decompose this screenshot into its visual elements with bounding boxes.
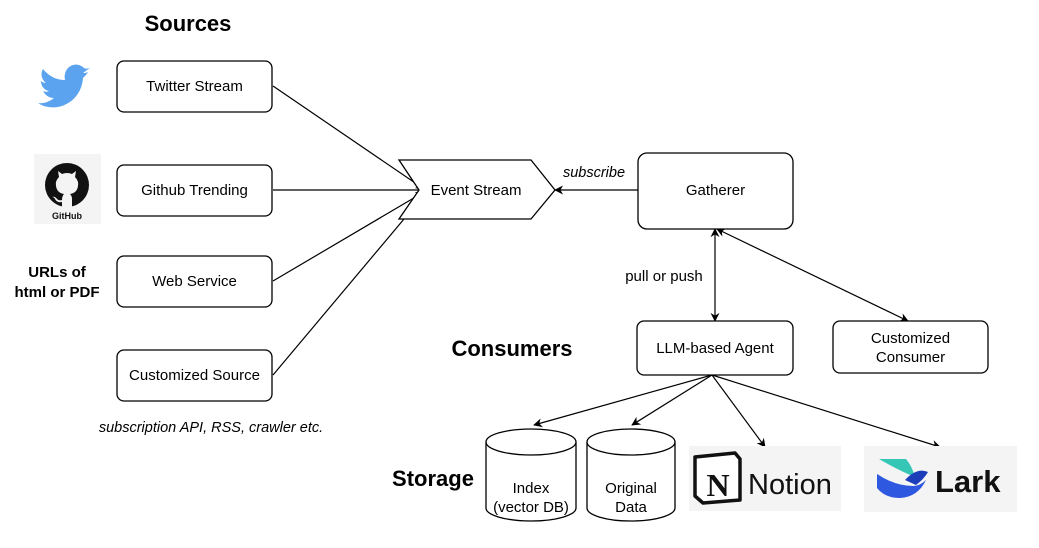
- edge-agent-to-notion: [711, 374, 766, 448]
- event-stream-label: Event Stream: [431, 182, 522, 199]
- urls-label-line1: URLs of: [28, 264, 87, 281]
- edge-twitter-to-event-stream: [272, 85, 425, 190]
- github-logo-tile: GitHub: [34, 154, 101, 224]
- source-web-service: Web Service: [116, 255, 273, 308]
- heading-sources: Sources: [145, 11, 232, 36]
- twitter-bird-icon: [38, 64, 92, 108]
- github-octocat-icon: [45, 163, 89, 207]
- notion-logo-tile: N Notion: [689, 446, 841, 511]
- gatherer-label: Gatherer: [686, 182, 745, 199]
- agent-label: LLM-based Agent: [656, 340, 774, 357]
- pull-or-push-label: pull or push: [625, 268, 703, 285]
- original-label-line2: Data: [615, 499, 647, 516]
- edge-agent-to-original: [631, 374, 713, 426]
- edge-agent-to-lark: [711, 374, 941, 449]
- notion-logo-icon: N: [693, 451, 742, 505]
- notion-wordmark: Notion: [748, 469, 832, 501]
- llm-based-agent: LLM-based Agent: [636, 320, 794, 376]
- source-customized: Customized Source: [116, 349, 273, 402]
- subscribe-label: subscribe: [563, 165, 625, 181]
- source-twitter-label: Twitter Stream: [146, 78, 243, 95]
- notion-mark: N: [706, 467, 729, 503]
- custom-consumer-line2: Consumer: [876, 349, 945, 366]
- original-label-line1: Original: [605, 480, 657, 497]
- github-wordmark: GitHub: [52, 211, 82, 221]
- gatherer: Gatherer: [637, 152, 794, 230]
- source-custom-label: Customized Source: [129, 367, 260, 384]
- source-github-label: Github Trending: [141, 182, 248, 199]
- index-label-line1: Index: [513, 480, 550, 497]
- source-twitter-stream: Twitter Stream: [116, 60, 273, 113]
- lark-logo-icon: [877, 459, 928, 498]
- customized-consumer: Customized Consumer: [832, 320, 989, 374]
- urls-label-line2: html or PDF: [15, 284, 100, 301]
- edge-web-to-event-stream: [272, 191, 425, 282]
- event-stream: Event Stream: [397, 159, 556, 220]
- source-edges: [272, 85, 426, 376]
- lark-wordmark: Lark: [935, 464, 1001, 499]
- heading-consumers: Consumers: [451, 336, 572, 361]
- subscription-note: subscription API, RSS, crawler etc.: [99, 420, 323, 436]
- storage-index-vector-db: Index (vector DB): [485, 428, 577, 522]
- storage-original-data: Original Data: [586, 428, 676, 522]
- source-github-trending: Github Trending: [116, 164, 273, 217]
- storage-edges: [533, 374, 941, 449]
- edge-agent-to-index: [533, 374, 713, 428]
- lark-logo-tile: Lark: [864, 446, 1017, 512]
- custom-consumer-line1: Customized: [871, 330, 950, 347]
- edge-custom-to-event-stream: [272, 193, 426, 376]
- index-label-line2: (vector DB): [493, 499, 569, 516]
- source-web-label: Web Service: [152, 273, 237, 290]
- edge-gatherer-custom-consumer: [716, 228, 909, 322]
- heading-storage: Storage: [392, 466, 474, 491]
